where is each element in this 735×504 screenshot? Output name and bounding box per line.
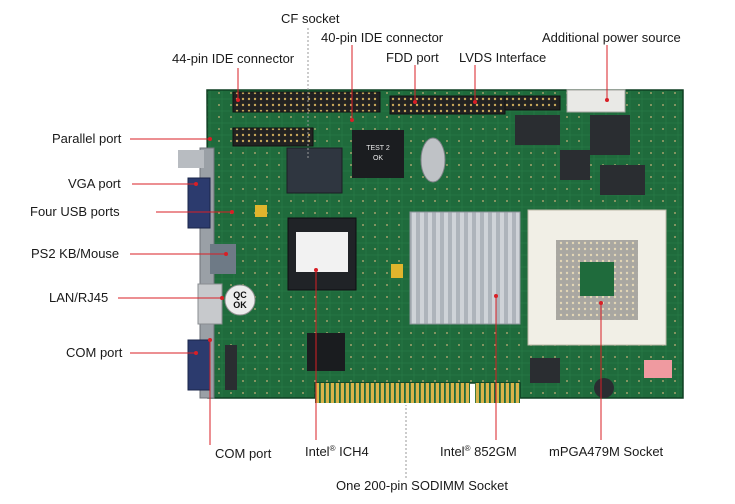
component-block — [560, 150, 590, 180]
label-com-port-bottom: COM port — [215, 446, 272, 461]
edge-connector — [475, 383, 520, 403]
lvds-shape — [504, 95, 561, 111]
cf-socket-shape — [286, 147, 343, 194]
label-44pin-ide: 44-pin IDE connector — [172, 51, 295, 66]
label-parallel-port: Parallel port — [52, 131, 122, 146]
leader-dots — [194, 98, 609, 355]
ok-text: OK — [233, 300, 247, 310]
label-lvds: LVDS Interface — [459, 50, 547, 65]
battery-shape — [420, 137, 446, 183]
io-bracket — [178, 147, 236, 399]
ide-44-shape — [232, 91, 381, 113]
label-sodimm: One 200-pin SODIMM Socket — [336, 478, 508, 493]
power-connector-shape — [566, 89, 626, 113]
label-cf-socket: CF socket — [281, 11, 340, 26]
super-io-chip — [307, 333, 345, 371]
qc-text: QC — [233, 290, 247, 300]
chip-ok-text: OK — [373, 155, 383, 162]
inductor-shape — [594, 378, 614, 398]
label-vga-port: VGA port — [68, 176, 121, 191]
chip-test-text: TEST 2 — [366, 145, 390, 152]
qc-sticker — [224, 284, 256, 316]
label-com-port-left: COM port — [66, 345, 123, 360]
label-lan-rj45: LAN/RJ45 — [49, 290, 109, 305]
fdd-shape — [389, 95, 506, 115]
com-connector-shape — [187, 339, 211, 391]
ide-40-shape — [232, 127, 314, 147]
capacitor-shape — [391, 264, 403, 278]
label-fdd-port: FDD port — [386, 50, 439, 65]
label-ps2: PS2 KB/Mouse — [31, 246, 120, 261]
capacitor-shape — [255, 205, 267, 217]
jumper-shape — [644, 360, 672, 378]
label-power-source: Additional power source — [542, 30, 681, 45]
component-block — [530, 358, 560, 383]
ps2-connector-shape — [210, 244, 236, 274]
component-block — [600, 165, 645, 195]
label-40pin-ide: 40-pin IDE connector — [321, 30, 444, 45]
852gm-heatsink — [409, 211, 521, 325]
socket-center — [580, 262, 614, 296]
component-block — [515, 115, 560, 145]
label-usb-ports: Four USB ports — [30, 204, 120, 219]
edge-connector — [315, 383, 470, 403]
label-852gm: Intel® 852GM — [440, 444, 517, 459]
leader-lines — [118, 28, 608, 478]
vga-connector-shape — [187, 177, 211, 229]
label-ich4: Intel® ICH4 — [305, 444, 369, 459]
com-header-shape — [225, 345, 237, 390]
component-block — [590, 115, 630, 155]
bios-chip — [352, 130, 404, 178]
label-mpga479m: mPGA479M Socket — [549, 444, 664, 459]
rj45-connector-shape — [197, 283, 223, 325]
ich4-label-sticker — [296, 232, 348, 272]
